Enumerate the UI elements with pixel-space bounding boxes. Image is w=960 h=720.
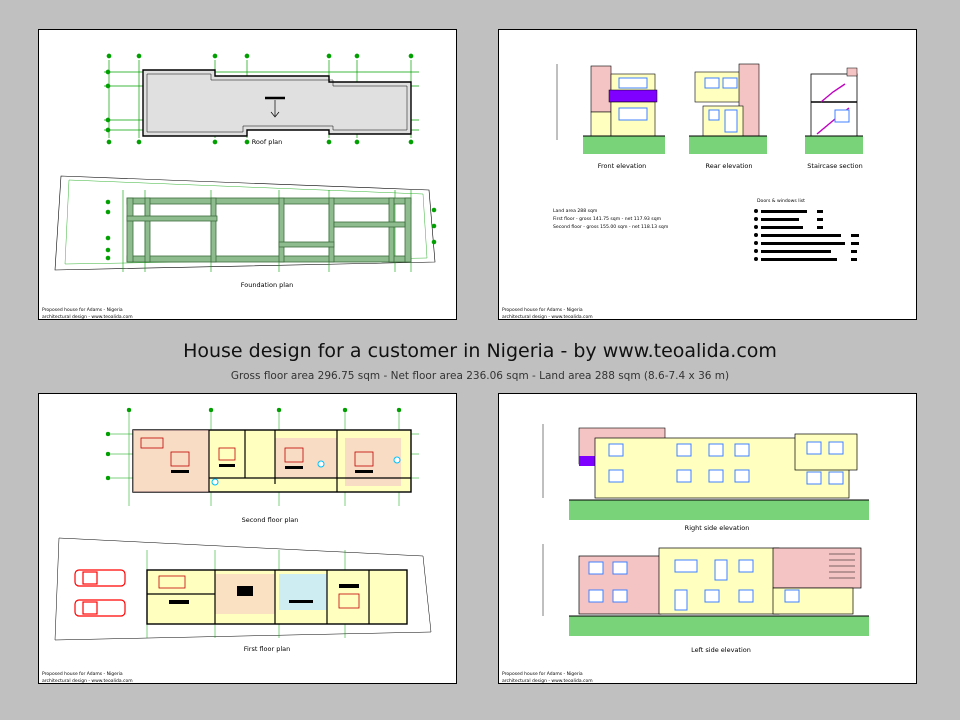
footer-line-1: Proposed house for Adams - Nigeria	[42, 672, 123, 677]
page-title: House design for a customer in Nigeria -…	[183, 340, 777, 362]
left-side-elevation-label: Left side elevation	[691, 646, 751, 654]
doors-windows-list	[754, 209, 859, 261]
rear-elevation-label: Rear elevation	[705, 162, 753, 170]
first-floor-plan-label: First floor plan	[243, 645, 291, 653]
footer-line-1: Proposed house for Adams - Nigeria	[502, 308, 583, 313]
footer-line-1: Proposed house for Adams - Nigeria	[42, 308, 123, 313]
car-icon-2	[74, 599, 126, 617]
sheet-elevations: Front elevation Rear elevation Staircase…	[498, 29, 917, 320]
second-floor-plan-drawing	[105, 407, 419, 506]
roof-foundation-drawing	[54, 53, 437, 272]
rear-elevation-drawing	[689, 63, 767, 154]
page-subtitle: Gross floor area 296.75 sqm - Net floor …	[230, 370, 730, 382]
footer-line-2: architectural design - www.teoalida.com	[502, 679, 593, 684]
sheet-floor-plans: Second floor plan First floor plan Propo…	[38, 393, 457, 684]
doors-windows-title: Doors & windows list	[757, 199, 805, 204]
front-elevation-label: Front elevation	[597, 162, 647, 170]
roof-plan-label: Roof plan	[251, 138, 283, 146]
first-floor-plan-drawing	[54, 537, 432, 641]
second-floor-plan-label: Second floor plan	[241, 516, 299, 524]
land-area-text: Land area 288 sqm	[553, 209, 598, 214]
staircase-section-label: Staircase section	[807, 162, 863, 170]
sheet-side-elevations: Right side elevation Left side elevation…	[498, 393, 917, 684]
side-elevations-drawing	[542, 424, 869, 636]
sheet-roof-foundation: Roof plan Foundation plan Proposed house…	[38, 29, 457, 320]
foundation-plan-label: Foundation plan	[240, 281, 294, 289]
left-side-elevation-drawing	[542, 544, 869, 636]
floor-plans-drawing	[54, 407, 432, 641]
footer-line-1: Proposed house for Adams - Nigeria	[502, 672, 583, 677]
right-side-elevation-drawing	[542, 424, 869, 520]
front-elevation-drawing	[556, 64, 665, 154]
footer-line-2: architectural design - www.teoalida.com	[502, 315, 593, 320]
staircase-section-drawing	[805, 67, 863, 154]
footer-line-2: architectural design - www.teoalida.com	[42, 679, 133, 684]
second-floor-area-text: Second floor - gross 155.00 sqm - net 11…	[553, 225, 669, 230]
car-icon-1	[74, 569, 126, 587]
footer-line-2: architectural design - www.teoalida.com	[42, 315, 133, 320]
first-floor-area-text: First floor - gross 141.75 sqm - net 117…	[553, 217, 662, 222]
elevations-drawing	[556, 63, 863, 261]
right-side-elevation-label: Right side elevation	[684, 524, 750, 532]
